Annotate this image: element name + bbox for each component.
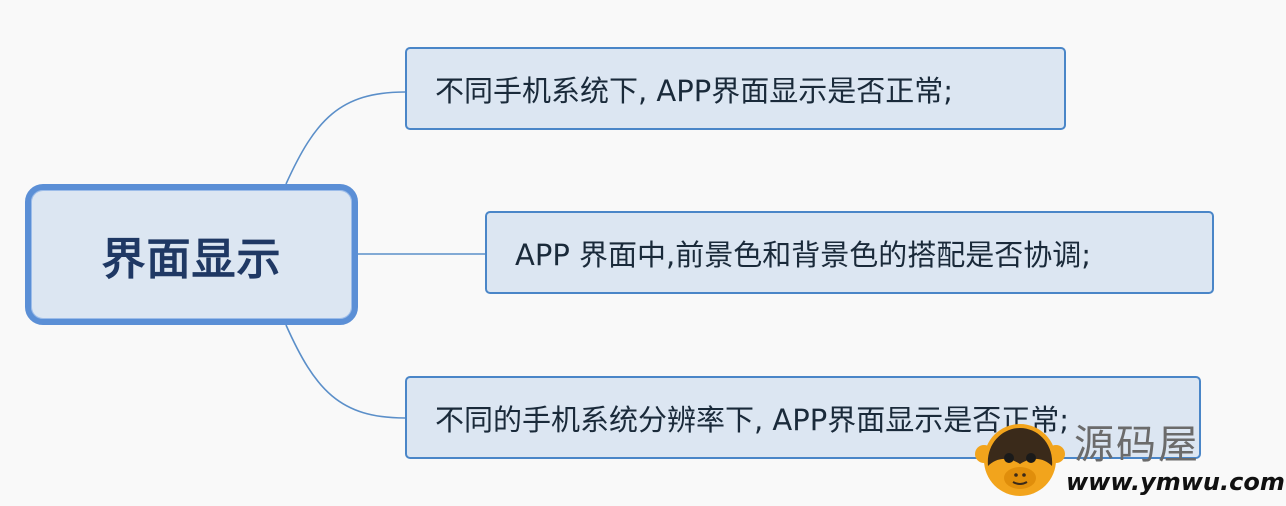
branch-node-label: 不同手机系统下, APP界面显示是否正常; [435,73,954,108]
center-node: 界面显示 [25,184,358,325]
watermark: 源码屋 www.ymwu.com [974,414,1285,506]
connector-branch-1 [285,91,406,185]
branch-node: 不同手机系统下, APP界面显示是否正常; [405,47,1066,130]
branch-node-label: APP 界面中,前景色和背景色的搭配是否协调; [515,237,1092,272]
monkey-logo-icon [975,424,1065,496]
branch-node-label: 不同的手机系统分辨率下, APP界面显示是否正常; [435,402,1070,437]
center-node-label: 界面显示 [101,233,282,285]
watermark-url: www.ymwu.com [1066,468,1285,496]
branch-node: 不同的手机系统分辨率下, APP界面显示是否正常; [405,376,1201,459]
connector-branch-3 [285,324,406,419]
watermark-logo-text: 源码屋 [1074,422,1200,468]
branch-node: APP 界面中,前景色和背景色的搭配是否协调; [485,211,1214,294]
